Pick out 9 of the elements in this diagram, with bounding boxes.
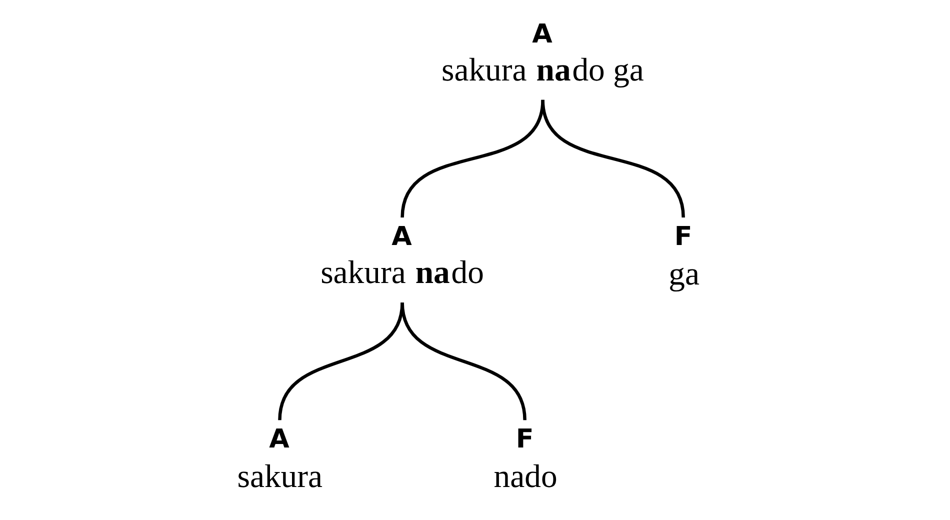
connector (541, 100, 685, 218)
connector (400, 100, 544, 218)
connector (400, 302, 526, 420)
node-text: A sakura nado (320, 222, 484, 291)
connector (278, 302, 404, 420)
node-text: F ga (668, 222, 700, 293)
node-text: A sakura (237, 424, 323, 496)
node-text: A sakura nado ga (442, 19, 644, 88)
node-text: F nado (494, 424, 558, 496)
